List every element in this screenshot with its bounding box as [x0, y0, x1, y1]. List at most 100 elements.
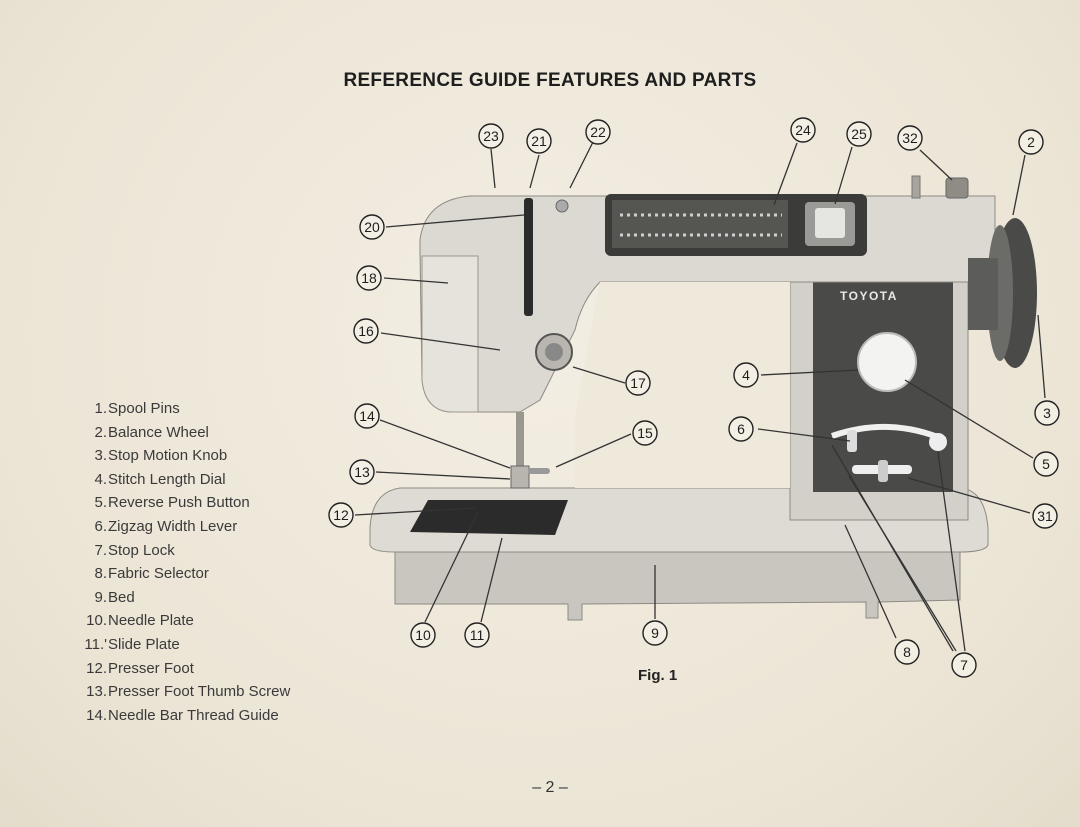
legend-item-label: Reverse Push Button [108, 494, 250, 512]
legend-item-number: 6. [94, 517, 107, 535]
callout-6: 6 [728, 416, 754, 442]
callout-32: 32 [897, 125, 923, 151]
callout-17: 17 [625, 370, 651, 396]
callout-circle [1032, 503, 1058, 529]
callout-number: 21 [531, 133, 547, 149]
callout-2: 2 [1018, 129, 1044, 155]
callout-number: 6 [737, 421, 745, 437]
callout-number: 8 [903, 644, 911, 660]
legend-item: 11.'Slide Plate [70, 633, 290, 657]
callout-circle [464, 622, 490, 648]
legend-item: 13.Presser Foot Thumb Screw [70, 680, 290, 704]
callout-20: 20 [359, 214, 385, 240]
legend-item-number: 12. [86, 659, 107, 677]
legend-item-label: Bed [108, 588, 135, 606]
callout-circle [478, 123, 504, 149]
callout-number: 14 [359, 408, 375, 424]
callout-number: 32 [902, 130, 918, 146]
legend-item-label: Presser Foot [108, 659, 194, 677]
legend-item: 5.Reverse Push Button [70, 491, 290, 515]
legend-item: 10.Needle Plate [70, 609, 290, 633]
callout-16: 16 [353, 318, 379, 344]
callout-number: 22 [590, 124, 606, 140]
callout-12: 12 [328, 502, 354, 528]
callout-11: 11 [464, 622, 490, 648]
callout-15: 15 [632, 420, 658, 446]
callout-circle [625, 370, 651, 396]
callout-14: 14 [354, 403, 380, 429]
legend-item-number: 2. [94, 423, 107, 441]
legend-item-number: 3. [94, 447, 107, 465]
legend-item: 8.Fabric Selector [70, 562, 290, 586]
callout-number: 7 [960, 657, 968, 673]
callout-number: 15 [637, 425, 653, 441]
legend-item-number: 13. [86, 683, 107, 701]
callout-23: 23 [478, 123, 504, 149]
callout-number: 10 [415, 627, 431, 643]
callout-circle [897, 125, 923, 151]
callout-circle [356, 265, 382, 291]
figure-label: Fig. 1 [638, 667, 678, 684]
legend-item-label: Stop Motion Knob [108, 447, 228, 465]
callout-7: 7 [951, 652, 977, 678]
legend-item-label: Spool Pins [108, 400, 180, 417]
callout-21: 21 [526, 128, 552, 154]
callout-circle [733, 362, 759, 388]
callout-circle [632, 420, 658, 446]
legend-item-number: 10. [86, 612, 107, 630]
callout-31: 31 [1032, 503, 1058, 529]
callout-number: 20 [364, 219, 380, 235]
callout-circle [1034, 400, 1060, 426]
callout-circle [410, 622, 436, 648]
callout-22: 22 [585, 119, 611, 145]
page-number: – 2 – [532, 779, 568, 796]
callout-circle [526, 128, 552, 154]
callout-number: 2 [1027, 134, 1035, 150]
legend-item: 3.Stop Motion Knob [70, 444, 290, 468]
brand-logo: TOYOTA [840, 289, 898, 303]
legend-item: 12.Presser Foot [70, 657, 290, 681]
callout-number: 9 [651, 625, 659, 641]
page-title: REFERENCE GUIDE FEATURES AND PARTS [343, 70, 757, 91]
callout-number: 18 [361, 270, 377, 286]
callout-circle [642, 620, 668, 646]
callout-number: 3 [1043, 405, 1051, 421]
callout-circle [894, 639, 920, 665]
legend-item-number: 5. [94, 494, 107, 512]
legend-item-number: 11.' [84, 635, 107, 653]
callout-circle [846, 121, 872, 147]
callout-number: 13 [354, 464, 370, 480]
callout-circle [951, 652, 977, 678]
legend-item-label: Zigzag Width Lever [108, 517, 238, 535]
callout-number: 25 [851, 126, 867, 142]
callout-number: 4 [742, 367, 750, 383]
callout-number: 16 [358, 323, 374, 339]
legend-item-label: Slide Plate [108, 635, 180, 653]
callout-circle [349, 459, 375, 485]
callout-3: 3 [1034, 400, 1060, 426]
legend-item: 7.Stop Lock [70, 539, 290, 563]
callout-circle [354, 403, 380, 429]
callout-circle [353, 318, 379, 344]
legend-item: 14.Needle Bar Thread Guide [70, 704, 290, 728]
callout-number: 17 [630, 375, 646, 391]
callout-number: 23 [483, 128, 499, 144]
callout-9: 9 [642, 620, 668, 646]
legend-item-number: 4. [94, 470, 107, 488]
callout-circle [585, 119, 611, 145]
legend-item-label: Balance Wheel [108, 423, 209, 441]
callout-number: 24 [795, 122, 811, 138]
callout-number: 12 [333, 507, 349, 523]
callout-10: 10 [410, 622, 436, 648]
legend-item-number: 7. [94, 541, 107, 559]
legend-item: 1.Spool Pins [70, 397, 290, 421]
legend-item-number: 1. [94, 400, 107, 417]
legend-item: 4.Stitch Length Dial [70, 468, 290, 492]
legend-item-label: Stop Lock [108, 541, 175, 559]
callout-4: 4 [733, 362, 759, 388]
callout-13: 13 [349, 459, 375, 485]
callout-circle [1018, 129, 1044, 155]
